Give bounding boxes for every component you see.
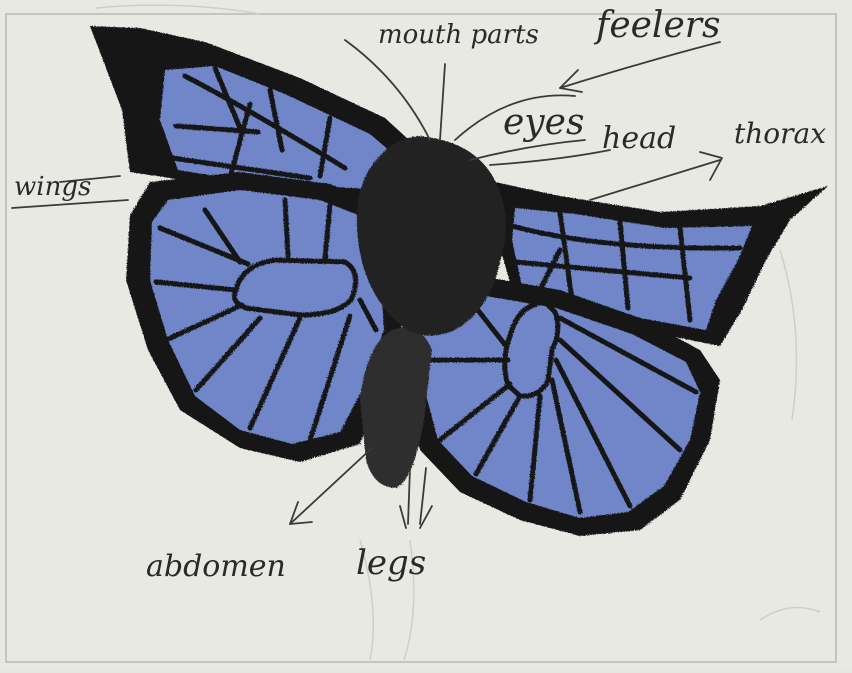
label-abdomen: abdomen [146, 552, 286, 582]
label-head: head [602, 124, 676, 154]
label-mouth-parts: mouth parts [378, 22, 539, 48]
label-eyes: eyes [503, 105, 584, 141]
label-wings: wings [14, 174, 91, 200]
label-legs: legs [356, 546, 426, 580]
label-feelers: feelers [596, 8, 720, 44]
label-thorax: thorax [734, 120, 826, 148]
